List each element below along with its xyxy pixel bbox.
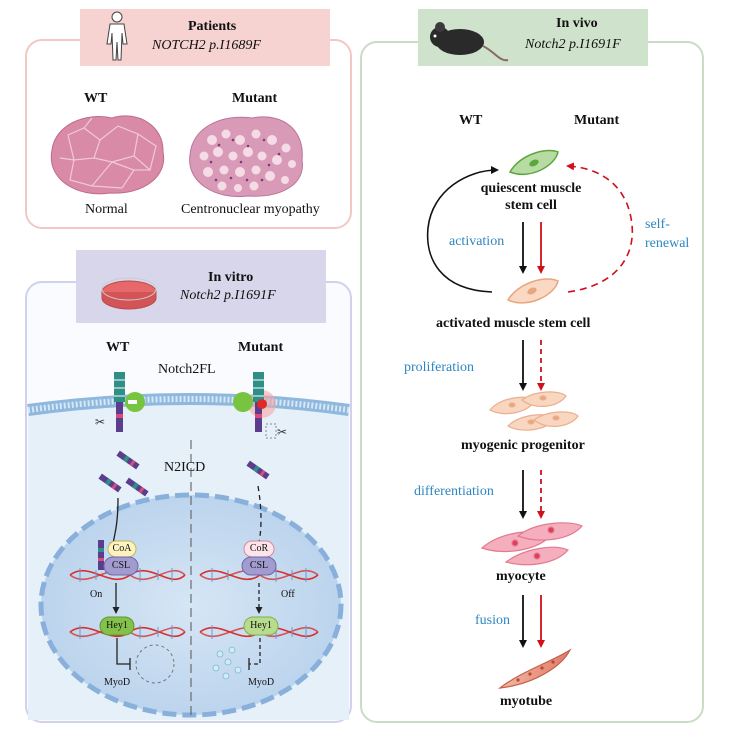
self-renewal-label: self- renewal: [645, 217, 690, 251]
petri-dish-icon: [101, 277, 157, 310]
mutant-transcription-complex: [241, 540, 277, 576]
stage-myocyte: myocyte: [496, 569, 546, 584]
mutant-muscle-tissue: [189, 116, 303, 198]
human-figure-icon: [106, 11, 128, 61]
transition-activation: activation: [449, 234, 505, 249]
in-vitro-variant: Notch2 p.I1691F: [180, 288, 276, 303]
myocyte-cells: [480, 522, 583, 566]
wt-muscle-tissue: [50, 115, 165, 195]
activated-cell: [506, 278, 559, 304]
in-vitro-wt-label: WT: [106, 340, 130, 355]
patients-wt-label: WT: [84, 91, 108, 106]
stage-progenitor: myogenic progenitor: [461, 438, 585, 453]
patients-mutant-label: Mutant: [232, 91, 278, 106]
mutant-myod-inhibition: [249, 638, 261, 665]
wt-phenotype: Normal: [85, 202, 128, 217]
myotube-cell: [497, 648, 572, 689]
in-vitro-title: In vitro: [208, 270, 254, 285]
mutant-csl-label: CSL: [249, 560, 269, 571]
svg-text:✂: ✂: [277, 425, 287, 439]
wt-csl-label: CSL: [111, 560, 131, 571]
in-vivo-variant: Notch2 p.I1691F: [525, 37, 621, 52]
wt-hey1-label: Hey1: [106, 620, 128, 631]
mutant-hey1-protein: [243, 616, 279, 636]
transition-fusion: fusion: [475, 613, 510, 628]
wt-myod-label: MyoD: [104, 677, 131, 688]
coa-label: CoA: [112, 543, 132, 554]
mutant-self-renewal-loop: [566, 162, 634, 293]
mutant-phenotype: Centronuclear myopathy: [181, 202, 320, 217]
mutant-myod-label: MyoD: [248, 677, 275, 688]
wt-transcription-complex: [98, 540, 139, 576]
patients-variant: NOTCH2 p.I1689F: [152, 38, 261, 53]
in-vivo-title: In vivo: [556, 16, 598, 31]
stage-quiescent: quiescent muscle stem cell: [480, 181, 582, 213]
in-vivo-panel: [360, 9, 704, 723]
wt-myod-absent: [135, 644, 175, 684]
svg-text:✂: ✂: [95, 415, 105, 429]
n2icd-label: N2ICD: [164, 460, 206, 475]
off-label: Off: [281, 589, 295, 600]
mutant-hey1-label: Hey1: [250, 620, 272, 631]
in-vivo-wt-label: WT: [459, 113, 483, 128]
patients-panel: [25, 9, 352, 229]
mutant-myod-molecules: [212, 646, 242, 680]
in-vivo-mutant-label: Mutant: [574, 113, 620, 128]
wt-hey1-protein: [99, 616, 135, 636]
cor-label: CoR: [249, 543, 269, 554]
wt-self-renewal-loop: [426, 166, 499, 293]
stage-activated: activated muscle stem cell: [436, 316, 591, 331]
cell-membrane: [27, 393, 350, 416]
wt-myod-inhibition: [116, 638, 131, 670]
stage-myotube: myotube: [500, 694, 553, 709]
notch2fl-label: Notch2FL: [158, 362, 216, 377]
in-vitro-panel: ✂ ✂: [25, 250, 352, 723]
wt-n2icd-fragments: [98, 450, 149, 497]
on-label: On: [90, 589, 103, 600]
wt-notch2-receptor: ✂: [95, 372, 145, 432]
transition-differentiation: differentiation: [414, 484, 494, 499]
quiescent-cell: [508, 149, 559, 176]
transition-proliferation: proliferation: [404, 360, 474, 375]
mutant-notch2-receptor: ✂: [233, 372, 287, 439]
patients-title: Patients: [188, 19, 237, 34]
mouse-icon: [430, 22, 509, 62]
progenitor-cells: [489, 391, 579, 431]
mutant-n2icd-fragment: [246, 460, 270, 480]
in-vitro-mutant-label: Mutant: [238, 340, 284, 355]
